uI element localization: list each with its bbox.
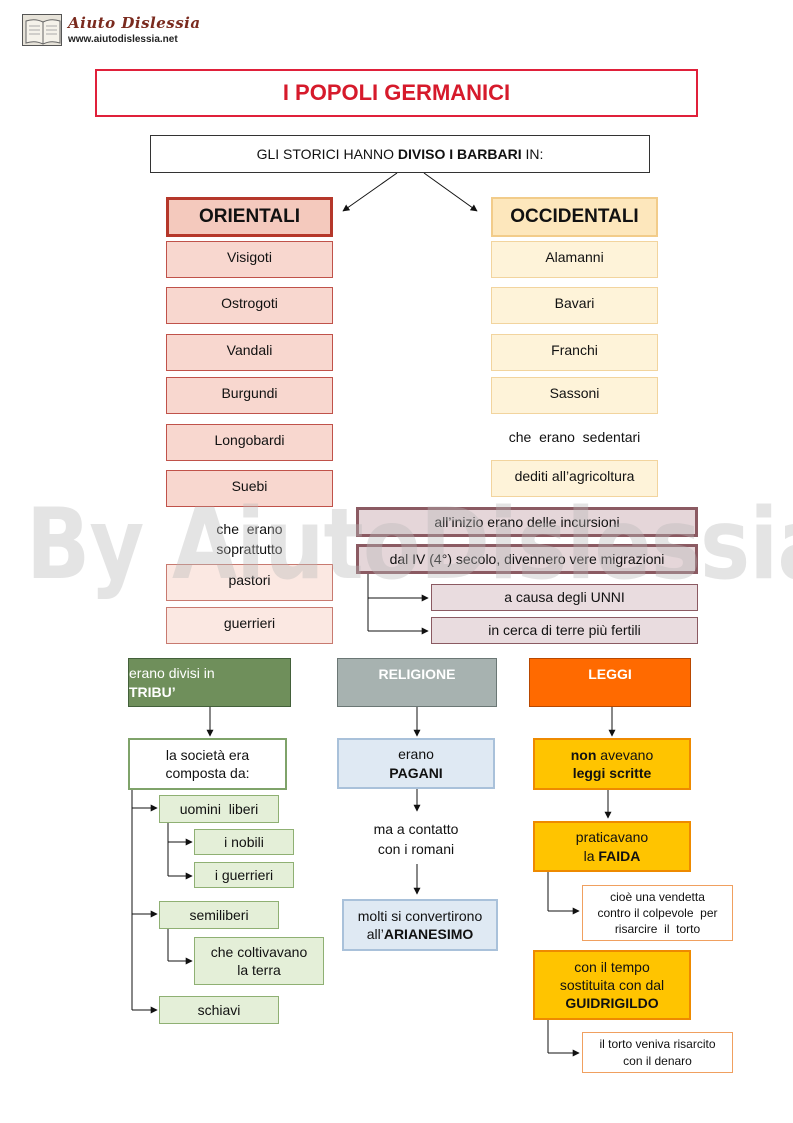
- leggi-heading: LEGGI: [529, 658, 691, 707]
- convert-line2: all’ARIANESIMO: [367, 925, 474, 943]
- intro-text-bold: DIVISO I BARBARI: [397, 146, 522, 162]
- tribu-heading-line1: erano divisi in: [129, 665, 215, 681]
- occidentali-heading: OCCIDENTALI: [491, 197, 658, 237]
- orientali-people-item: Ostrogoti: [166, 287, 333, 324]
- pagani-line1: erano: [398, 746, 434, 763]
- orientali-people-item: Vandali: [166, 334, 333, 371]
- arianesimo-box: molti si convertirono all’ARIANESIMO: [342, 899, 498, 951]
- orientali-people-item: Visigoti: [166, 241, 333, 278]
- no-laws-rest: avevano: [596, 746, 654, 763]
- convert-line1: molti si convertirono: [357, 907, 483, 924]
- faida-def-line3: risarcire il torto: [614, 922, 701, 937]
- faida-definition-box: cioè una vendetta contro il colpevole pe…: [582, 885, 733, 941]
- intro-text-before: GLI STORICI HANNO: [256, 146, 398, 162]
- no-laws-line1: non avevano: [571, 746, 653, 764]
- migrations-box: dal IV (4°) secolo, divennero vere migra…: [356, 544, 698, 574]
- guidri-line1: con il tempo: [574, 958, 650, 975]
- contact-line1: ma a contatto: [373, 821, 459, 837]
- semiliberi-box: semiliberi: [159, 901, 279, 929]
- faida-box: praticavano la FAIDA: [533, 821, 691, 872]
- pagani-line2: PAGANI: [389, 764, 443, 781]
- orientali-people-item: Longobardi: [166, 424, 333, 461]
- coltivavano-line1: che coltivavano: [210, 943, 308, 960]
- page-title: I POPOLI GERMANICI: [95, 69, 698, 117]
- no-laws-bold: non: [570, 746, 597, 763]
- orientali-trait-item: pastori: [166, 564, 333, 601]
- convert-line2-bold: ARIANESIMO: [383, 926, 474, 942]
- logo-url: www.aiutodislessia.net: [68, 34, 178, 45]
- nobili-box: i nobili: [194, 829, 294, 855]
- coltivavano-box: che coltivavano la terra: [194, 937, 324, 985]
- guidri-line3: GUIDRIGILDO: [565, 995, 659, 1012]
- schiavi-box: schiavi: [159, 996, 279, 1024]
- guidri-def-line1: il torto veniva risarcito: [599, 1037, 716, 1052]
- faida-def-line1: cioè una vendetta: [610, 889, 705, 904]
- no-laws-box: non avevano leggi scritte: [533, 738, 691, 790]
- occidentali-people-item: Sassoni: [491, 377, 658, 414]
- orientali-note-line2: soprattutto: [216, 540, 283, 557]
- guidrigildo-box: con il tempo sostituita con dal GUIDRIGI…: [533, 950, 691, 1020]
- faida-line2: la FAIDA: [584, 847, 641, 865]
- intro-box: GLI STORICI HANNO DIVISO I BARBARI IN:: [150, 135, 650, 173]
- tribu-heading: erano divisi in TRIBU’: [128, 658, 291, 707]
- tribu-heading-line2: TRIBU’: [129, 683, 176, 700]
- occidentali-people-item: Alamanni: [491, 241, 658, 278]
- intro-text-after: IN:: [521, 146, 544, 162]
- cause-lands-box: in cerca di terre più fertili: [431, 617, 698, 644]
- contact-line2: con i romani: [377, 840, 455, 857]
- convert-line2-prefix: all’: [366, 926, 384, 942]
- faida-line1: praticavano: [575, 829, 649, 846]
- society-composed-box: la società era composta da:: [128, 738, 287, 790]
- site-logo[interactable]: Aiuto Dislessia www.aiutodislessia.net: [22, 12, 200, 48]
- orientali-heading: ORIENTALI: [166, 197, 333, 237]
- incursions-box: all’inizio erano delle incursioni: [356, 507, 698, 537]
- guidri-def-line2: con il denaro: [623, 1053, 692, 1068]
- contact-romani-text: ma a contatto con i romani: [337, 820, 495, 859]
- occidentali-people-item: Franchi: [491, 334, 658, 371]
- society-composed-line1: la società era: [165, 746, 250, 763]
- uomini-liberi-box: uomini liberi: [159, 795, 279, 823]
- cause-unni-box: a causa degli UNNI: [431, 584, 698, 611]
- logo-title: Aiuto Dislessia: [68, 14, 201, 32]
- society-composed-line2: composta da:: [165, 765, 250, 781]
- orientali-note: che erano soprattutto: [166, 520, 333, 559]
- orientali-note-line1: che erano: [216, 521, 283, 537]
- faida-line2-prefix: la: [583, 847, 599, 864]
- coltivavano-line2: la terra: [237, 962, 281, 978]
- guidri-line2: sostituita con dal: [559, 976, 665, 993]
- occidentali-people-item: Bavari: [491, 287, 658, 324]
- guerrieri-box: i guerrieri: [194, 862, 294, 888]
- occidentali-note: che erano sedentari: [508, 429, 641, 445]
- guidrigildo-definition-box: il torto veniva risarcito con il denaro: [582, 1032, 733, 1073]
- faida-line2-bold: FAIDA: [598, 847, 641, 864]
- orientali-people-item: Suebi: [166, 470, 333, 507]
- orientali-trait-item: guerrieri: [166, 607, 333, 644]
- faida-def-line2: contro il colpevole per: [597, 905, 718, 920]
- no-laws-line2: leggi scritte: [572, 765, 652, 781]
- orientali-people-item: Burgundi: [166, 377, 333, 414]
- book-icon: [22, 14, 62, 46]
- pagani-box: erano PAGANI: [337, 738, 495, 789]
- religione-heading: RELIGIONE: [337, 658, 497, 707]
- occidentali-trait: dediti all’agricoltura: [491, 460, 658, 497]
